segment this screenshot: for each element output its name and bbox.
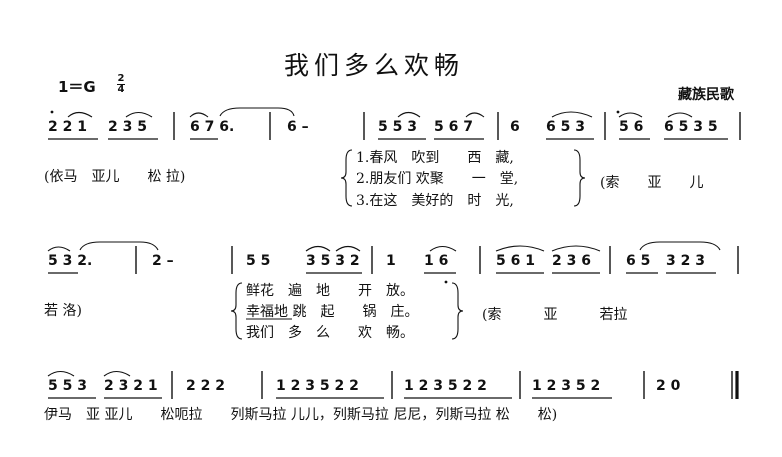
line1-note-group: 5 6 (619, 119, 644, 135)
slur (189, 112, 209, 118)
line3-note-group: 2 2 2 (186, 378, 225, 394)
slur (495, 245, 545, 252)
octave-dot (50, 110, 54, 114)
slur (667, 112, 693, 118)
tie (79, 241, 159, 251)
song-title: 我们多么欢畅 (284, 51, 465, 80)
line2-note-group: 3 2 3 (666, 253, 705, 269)
slur (67, 111, 93, 118)
slur (47, 246, 71, 252)
line2-note-group: 2 3 6 (552, 253, 591, 269)
line2-verse-2: 幸福地 跳 起 锅 庄。 (246, 304, 419, 320)
slur (397, 111, 421, 118)
slur (551, 245, 601, 252)
verse-bracket-left (340, 149, 353, 207)
line3-note-group: 2 3 2 1 (104, 378, 158, 394)
time-signature: 2 4 (116, 74, 126, 95)
verse-bracket-right (451, 282, 464, 340)
slur (47, 370, 75, 377)
line1-note-group: 6 7 6. (190, 119, 235, 135)
octave-dot (444, 280, 448, 284)
line2-note-group: 6 5 (626, 253, 651, 269)
line1-note-group: 2 2 1 (48, 119, 87, 135)
time-sig-divider (117, 84, 125, 85)
line1-lyric-right: (索 亚 儿 (600, 175, 704, 191)
line2-note-group: 5 6 1 (496, 253, 535, 269)
slur (305, 245, 331, 252)
line3-note-group: 1 2 3 5 2 (532, 378, 601, 394)
slur (618, 112, 643, 118)
verse-bracket-left (230, 282, 243, 340)
song-source: 藏族民歌 (678, 87, 734, 103)
line2-lyric-right: (索 亚 若拉 (482, 307, 628, 323)
line3-note-group: 2 0 (656, 378, 681, 394)
line1-note-group: 6 5 3 (546, 119, 585, 135)
time-sig-bottom: 4 (117, 84, 125, 95)
octave-dot (616, 110, 620, 114)
line2-note-group: 5 5 (246, 253, 271, 269)
line2-verse-3: 我们 多 么 欢 畅。 (246, 325, 414, 341)
verse-bracket-right (573, 149, 586, 207)
line3-lyric: 伊马 亚 亚儿 松呃拉 列斯马拉 儿儿，列斯马拉 尼尼，列斯马拉 松 松) (44, 407, 558, 423)
line2-note-group: 1 6 (424, 253, 449, 269)
line1-verse-2: 2.朋友们 欢聚 一 堂, (356, 171, 519, 187)
slur (429, 245, 457, 252)
slur (125, 111, 153, 118)
slur (551, 111, 593, 118)
line1-note-group: 5 5 3 (378, 119, 417, 135)
line2-note-group: 1 (386, 253, 396, 269)
line2-verse-1: 鲜花 遍 地 开 放。 (246, 283, 414, 299)
line3-note-group: 1 2 3 5 2 2 (404, 378, 487, 394)
key-signature: 1＝G (58, 78, 96, 96)
line1-note-group: 6 (510, 119, 520, 135)
tie (639, 241, 721, 251)
tie (219, 107, 295, 117)
line1-note-group: 6 5 3 5 (664, 119, 718, 135)
line1-verse-3: 3.在这 美好的 时 光, (356, 193, 514, 209)
line3-note-group: 5 5 3 (48, 378, 87, 394)
slur (335, 245, 361, 252)
line1-note-group: 5 6 7 (434, 119, 473, 135)
slur (103, 370, 131, 377)
line2-note-group: 2 – (152, 253, 174, 269)
slur (465, 112, 485, 118)
line1-verse-1: 1.春风 吹到 西 藏, (356, 150, 514, 166)
line2-note-group: 3 5 3 2 (306, 253, 360, 269)
line2-note-group: 5 3 2. (48, 253, 93, 269)
line2-lyric-left: 若 洛) (44, 303, 82, 319)
line3-note-group: 1 2 3 5 2 2 (276, 378, 359, 394)
line1-note-group: 2 3 5 (108, 119, 147, 135)
line1-lyric-left: (依马 亚儿 松 拉) (44, 169, 186, 185)
line1-note-group: 6 – (287, 119, 309, 135)
time-sig-top: 2 (117, 73, 125, 84)
